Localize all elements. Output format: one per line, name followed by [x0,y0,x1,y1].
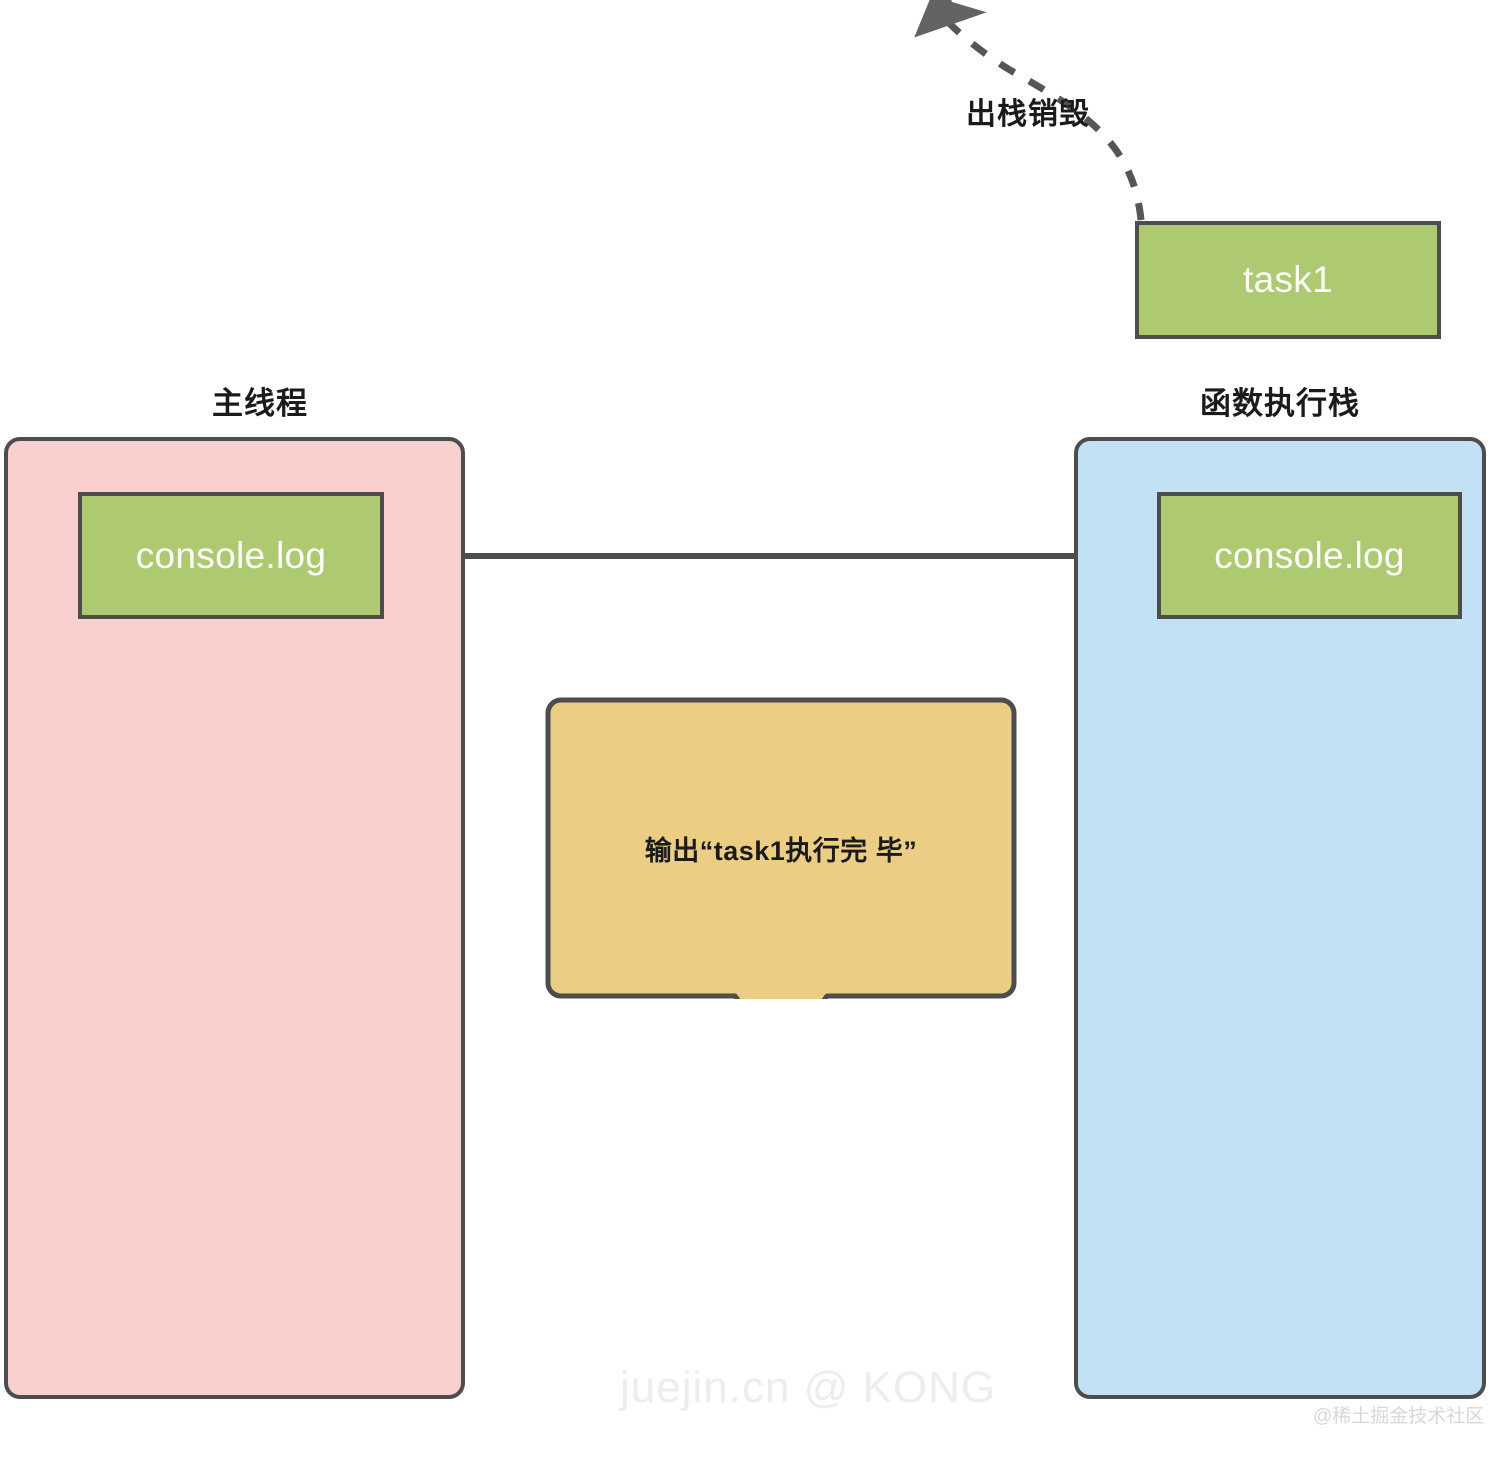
console-log-call-stack-box: console.log [1157,492,1462,619]
output-callout: 输出“task1执行完 毕” [545,697,1017,1064]
watermark-center: juejin.cn @ KONG [620,1363,997,1412]
callout-text-line2: 毕” [875,836,918,866]
call-stack-title: 函数执行栈 [1200,386,1360,421]
main-thread-title: 主线程 [212,386,308,421]
watermark-corner: @稀土掘金技术社区 [1313,1406,1485,1427]
callout-text: 输出“task1执行完 毕” [605,825,957,877]
pop-destroy-label: 出栈销毁 [966,98,1090,131]
callout-text-line1: 输出“task1执行完 [644,836,868,866]
console-log-main-thread-box: console.log [78,492,384,619]
task1-box: task1 [1135,221,1441,339]
